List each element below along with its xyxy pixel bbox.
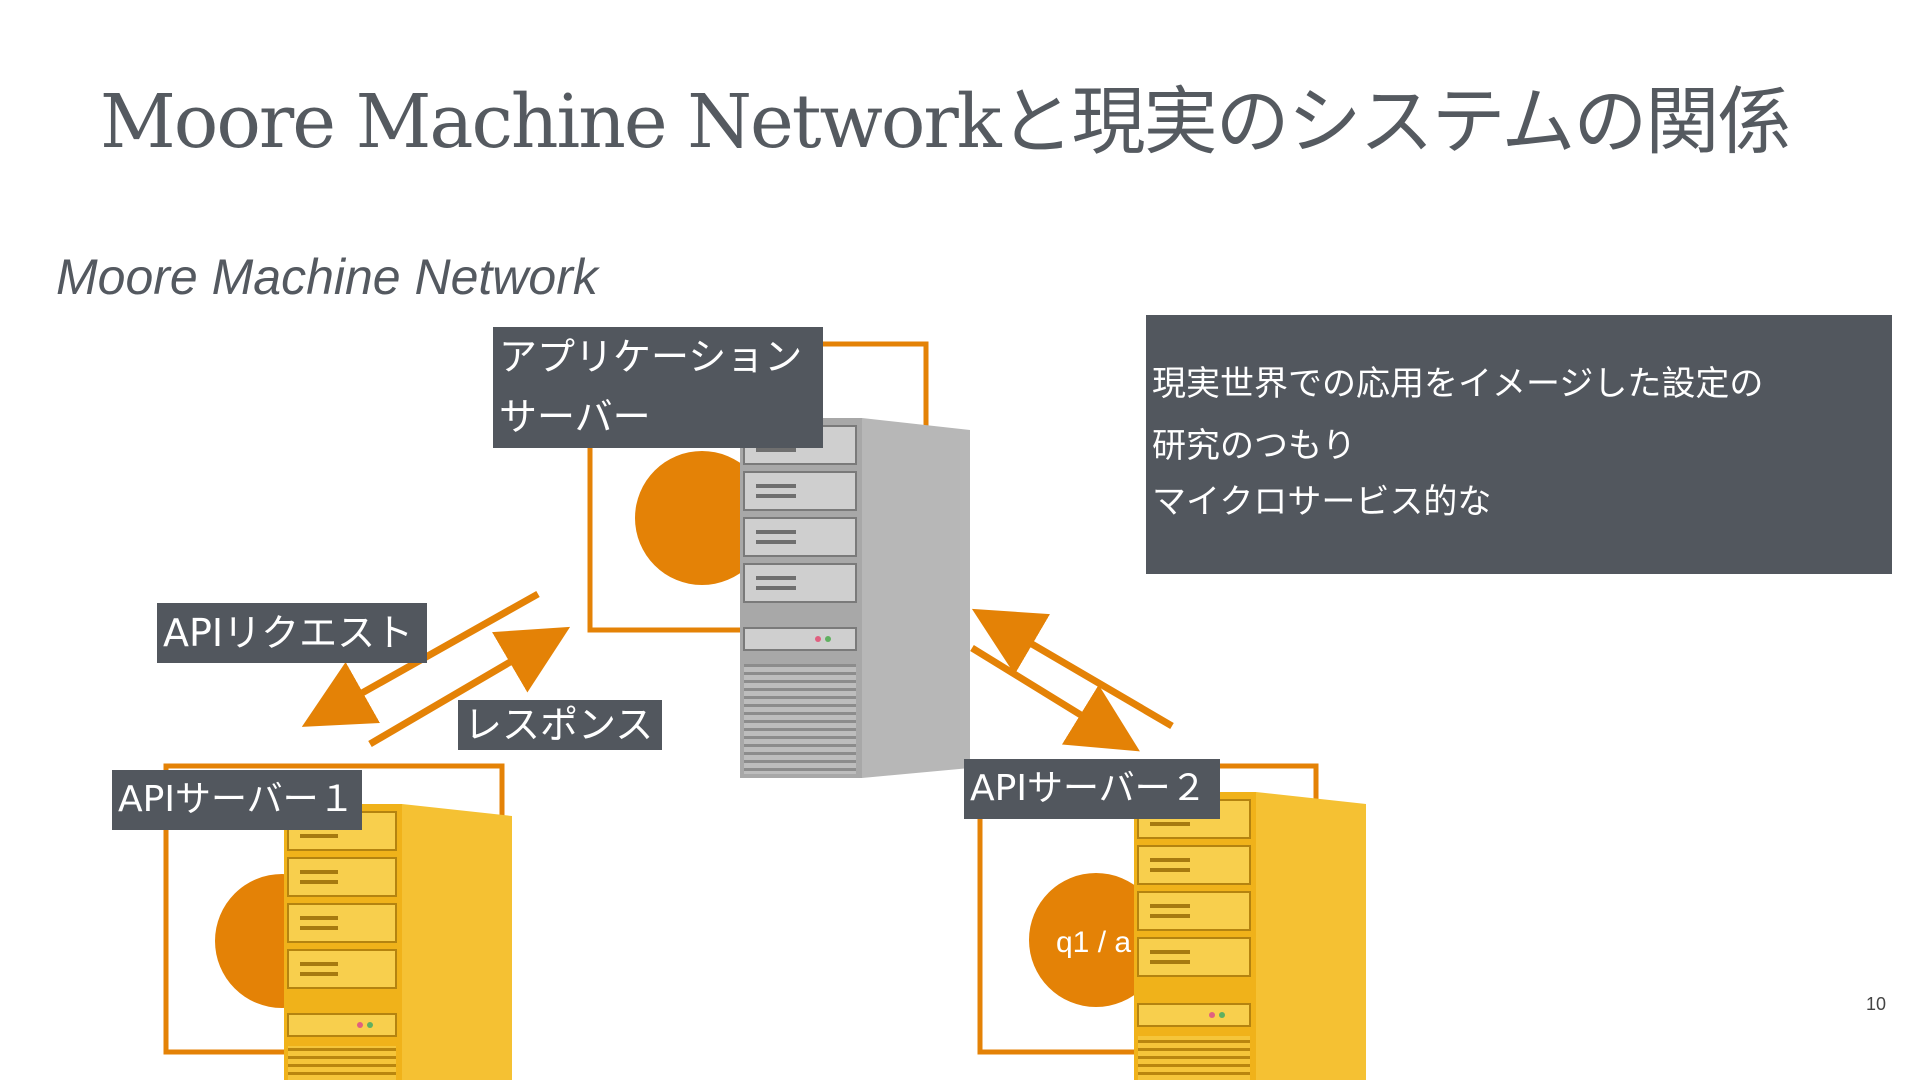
api-server-1-node: [163, 763, 512, 1080]
api-server-2-label: APIサーバー２: [964, 759, 1220, 819]
response-label: レスポンス: [458, 700, 662, 750]
api-server-2-state-text: q1 / a: [1056, 926, 1131, 959]
api-server-2-state-circle: [1029, 873, 1163, 1007]
note-box: 現実世界での応用をイメージした設定の 研究のつもり マイクロサービス的な: [1146, 315, 1892, 574]
app-server-label-line2: サーバー: [499, 395, 651, 439]
request-label: APIリクエスト: [157, 603, 427, 663]
response-arrow-right: [971, 608, 1174, 730]
request-arrow-right: [970, 645, 1140, 752]
note-line: マイクロサービス的な: [1152, 482, 1492, 522]
note-line: 現実世界での応用をイメージした設定の: [1152, 364, 1764, 404]
server-tower-icon: [740, 418, 970, 778]
page-number: 10: [1866, 994, 1887, 1014]
server-tower-icon: [284, 804, 512, 1080]
app-server-label-line1: アプリケーション: [499, 335, 803, 379]
api-server-2-node: q1 / a: [977, 763, 1366, 1080]
api-server-1-label: APIサーバー１: [112, 770, 362, 830]
slide-title: Moore Machine Networkと現実のシステムの関係: [100, 79, 1791, 165]
app-server-state-circle: [635, 451, 769, 585]
slide-subtitle: Moore Machine Network: [56, 249, 598, 305]
note-line: 研究のつもり: [1152, 426, 1356, 466]
response-arrow-left: [368, 626, 571, 748]
app-server-label: アプリケーション サーバー: [493, 327, 823, 448]
server-tower-icon: [1134, 792, 1366, 1080]
